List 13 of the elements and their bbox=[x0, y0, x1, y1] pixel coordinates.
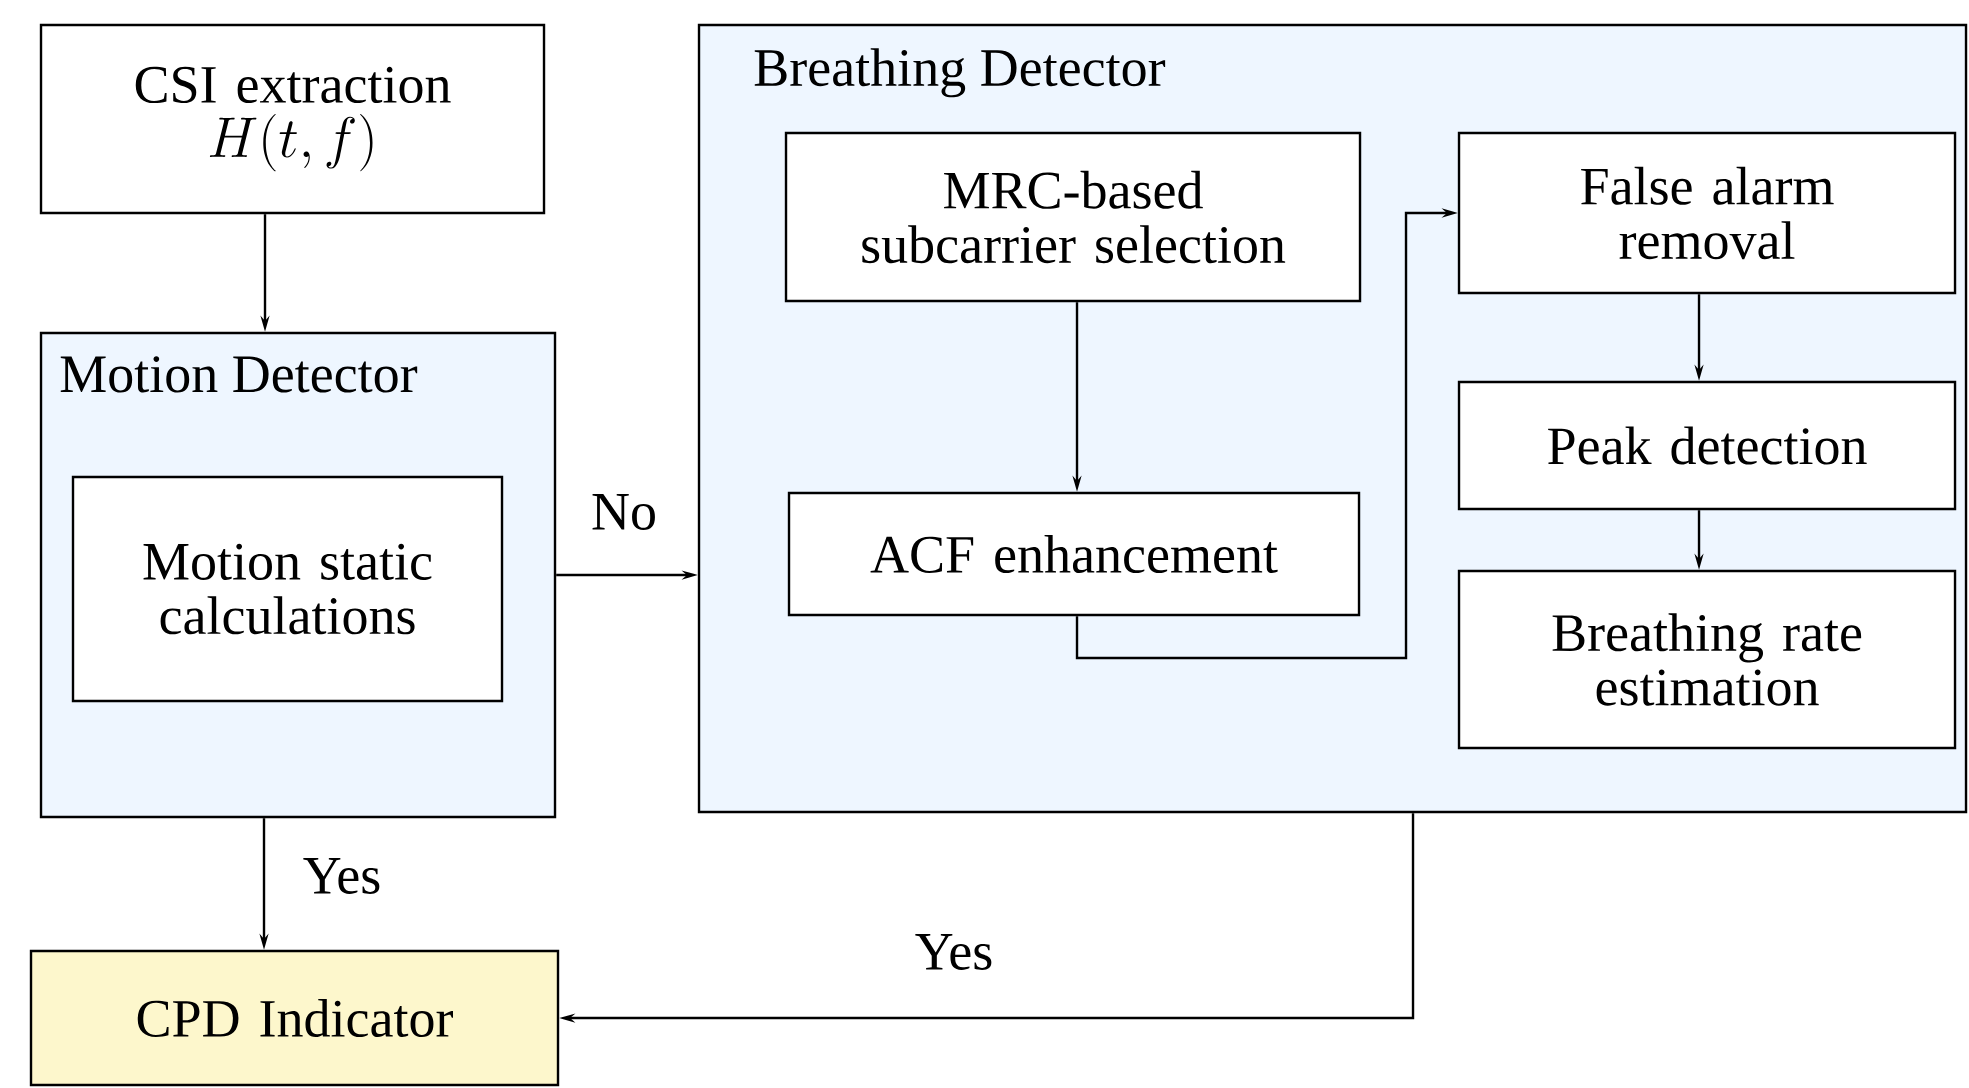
group-heading: Breathing Detector bbox=[754, 48, 1166, 98]
process-box: False alarm removal bbox=[1457, 131, 1957, 295]
process-box: Motion static calculations bbox=[71, 475, 504, 703]
process-box: ACF enhancement bbox=[787, 491, 1361, 617]
edge-label: Yes bbox=[915, 934, 992, 970]
edge-label: Yes bbox=[303, 858, 380, 894]
process-box: CSI extraction $H(t, f)$ bbox=[39, 23, 546, 215]
edge-label: No bbox=[592, 494, 655, 530]
group-heading: Motion Detector bbox=[60, 356, 418, 393]
process-box: Peak detection bbox=[1457, 380, 1957, 511]
process-box: MRC-based subcarrier selection bbox=[784, 131, 1362, 303]
process-box: CPD Indicator bbox=[29, 949, 560, 1087]
process-box: Breathing rate estimation bbox=[1457, 569, 1957, 750]
